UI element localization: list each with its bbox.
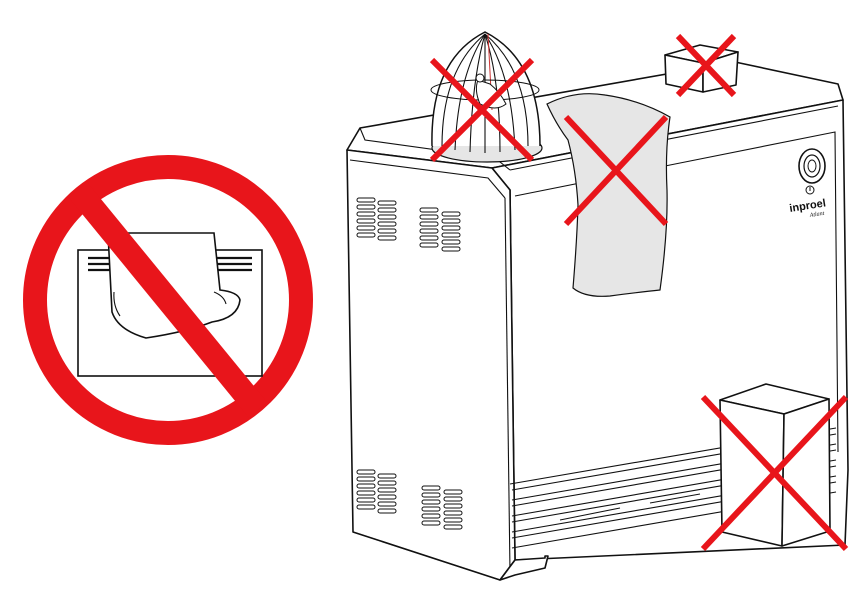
- cross-box-bottom: [700, 394, 849, 552]
- box-icon-bottom: [719, 383, 831, 547]
- no-drying-clothes-sign: [23, 155, 313, 445]
- cross-birdcage: [429, 57, 535, 163]
- prohibition-slash: [68, 182, 268, 418]
- brand-logo-sub: Atlant: [808, 211, 825, 219]
- cloth-on-heater-pictogram: [77, 232, 263, 377]
- cross-box-top: [675, 33, 737, 98]
- lower-vents: [356, 469, 463, 530]
- brand-logo: inproel: [789, 197, 827, 215]
- prohibition-ring: [23, 155, 313, 445]
- upper-vents: [356, 197, 461, 252]
- cross-cloth: [563, 114, 669, 227]
- power-knob-icon: [798, 148, 826, 195]
